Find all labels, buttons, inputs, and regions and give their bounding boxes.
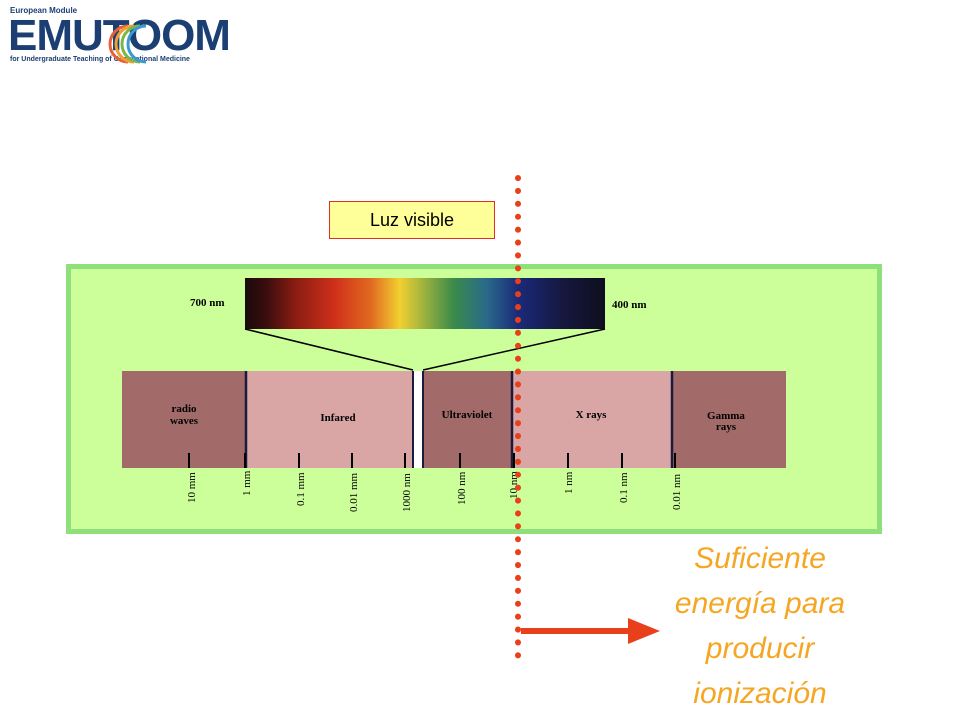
band-infrared	[246, 371, 413, 468]
caption-line-3: producir	[705, 632, 815, 665]
band-gamma	[672, 371, 786, 468]
caption-line-2: energía para	[674, 587, 846, 620]
tick-label-100nm: 100 nm	[456, 471, 468, 505]
band-xrays	[512, 371, 672, 468]
tick-label-10nm: 10 nm	[508, 471, 520, 499]
tick-label-0-1nm: 0.1 nm	[618, 472, 630, 503]
wavelength-400-label: 400 nm	[612, 299, 647, 311]
connector-line-right	[422, 328, 606, 371]
wavelength-700-label: 700 nm	[190, 297, 225, 309]
band-label-gamma-1: Gamma	[707, 410, 745, 422]
band-label-xrays: X rays	[576, 409, 608, 421]
band-label-radio-1: radio	[171, 403, 197, 415]
caption-line-1: Suficiente	[694, 542, 826, 575]
connector-line-left	[244, 328, 414, 371]
tick-label-0-1mm: 0.1 mm	[295, 472, 307, 506]
arrow-icon	[521, 618, 660, 644]
band-radio	[122, 371, 246, 468]
tick-label-10mm: 10 mm	[186, 472, 198, 503]
tick-label-1mm: 1 mm	[241, 470, 253, 496]
band-ultraviolet	[423, 371, 512, 468]
tick-label-1nm: 1 nm	[563, 471, 575, 494]
band-label-radio-2: waves	[170, 415, 199, 427]
tick-label-0-01nm: 0.01 nm	[671, 474, 683, 511]
visible-light-label: Luz visible	[329, 201, 495, 239]
band-visible-gap	[413, 371, 423, 468]
logo-top-line: European Module	[10, 6, 78, 15]
tick-label-1000nm: 1000 nm	[401, 473, 413, 512]
tick-label-0-01mm: 0.01 mm	[348, 472, 360, 512]
band-label-ultraviolet: Ultraviolet	[442, 409, 493, 421]
logo-rings-icon	[108, 24, 147, 64]
tick-marks	[188, 453, 676, 468]
ionization-caption: Suficiente energía para producir ionizac…	[640, 536, 880, 716]
visible-spectrum-strip	[245, 278, 605, 329]
band-label-gamma-2: rays	[716, 421, 737, 433]
band-label-infrared: Infared	[320, 412, 355, 424]
logo-subtitle: for Undergraduate Teaching of Occupation…	[10, 56, 190, 63]
caption-line-4: ionización	[693, 677, 827, 710]
